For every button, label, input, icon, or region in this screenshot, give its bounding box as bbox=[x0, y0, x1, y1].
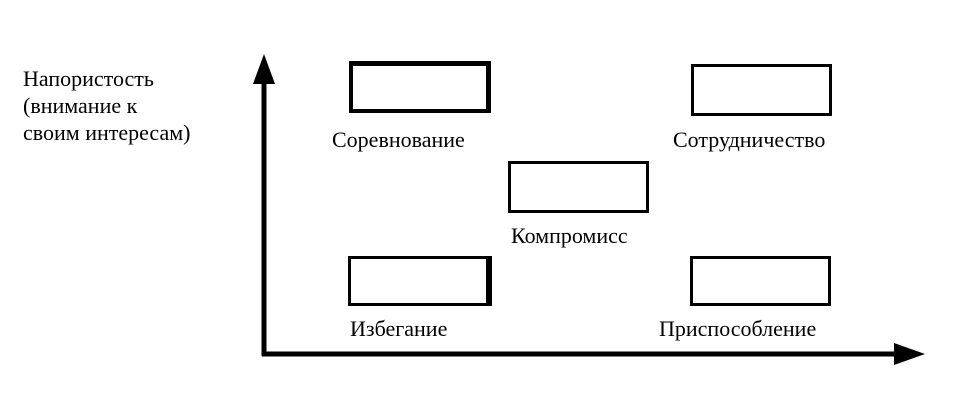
y-axis bbox=[253, 54, 275, 356]
x-axis bbox=[262, 343, 925, 365]
avoidance-label: Избегание bbox=[350, 316, 448, 341]
collaboration-label: Сотрудничество bbox=[673, 127, 826, 152]
competition-label: Соревнование bbox=[332, 127, 465, 152]
x-axis-arrowhead bbox=[894, 343, 925, 365]
collaboration-box bbox=[691, 64, 832, 116]
compromise-box bbox=[508, 161, 649, 213]
accommodation-box bbox=[690, 256, 831, 306]
y-axis-title: Напористость (внимание к своим интересам… bbox=[23, 66, 191, 145]
y-axis-arrowhead bbox=[253, 54, 275, 84]
compromise-label: Компромисс bbox=[511, 223, 628, 248]
avoidance-box bbox=[348, 256, 492, 306]
accommodation-label: Приспособление bbox=[659, 316, 817, 341]
competition-box bbox=[349, 61, 491, 113]
